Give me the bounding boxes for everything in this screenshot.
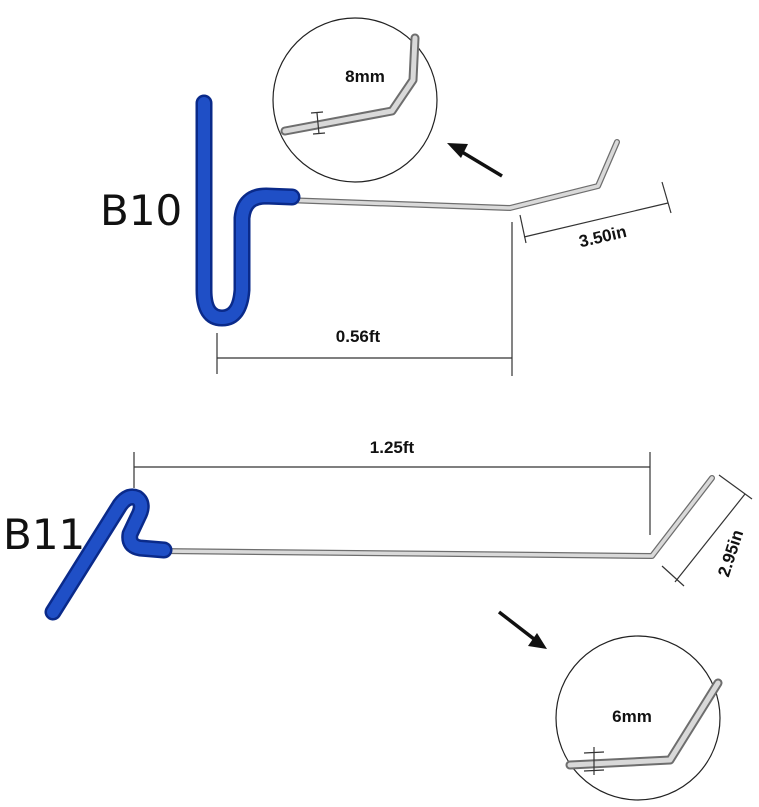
tool-b11: B11	[3, 475, 715, 621]
dimension-b11-tip: 2.95in	[661, 474, 753, 587]
magnifier-circle-b10: 8mm	[272, 17, 438, 183]
diameter-label-b11: 6mm	[612, 707, 652, 726]
tip-label-b11: 2.95in	[714, 527, 747, 579]
model-label-b11: B11	[3, 510, 85, 559]
magnifier-circle-b11: 6mm	[555, 635, 723, 801]
dimension-b10-length: 0.56ft	[216, 222, 513, 376]
dimension-b10-tip: 3.50in	[519, 181, 672, 251]
diameter-label-b10: 8mm	[345, 67, 385, 86]
tip-label-b10: 3.50in	[577, 222, 628, 251]
arrow-icon	[447, 143, 503, 178]
length-label-b10: 0.56ft	[336, 327, 381, 346]
length-label-b11: 1.25ft	[370, 438, 415, 457]
arrow-icon	[497, 610, 547, 649]
model-label-b10: B10	[100, 186, 182, 235]
tool-b10: B10	[100, 94, 620, 327]
dimension-b11-length: 1.25ft	[133, 438, 651, 535]
